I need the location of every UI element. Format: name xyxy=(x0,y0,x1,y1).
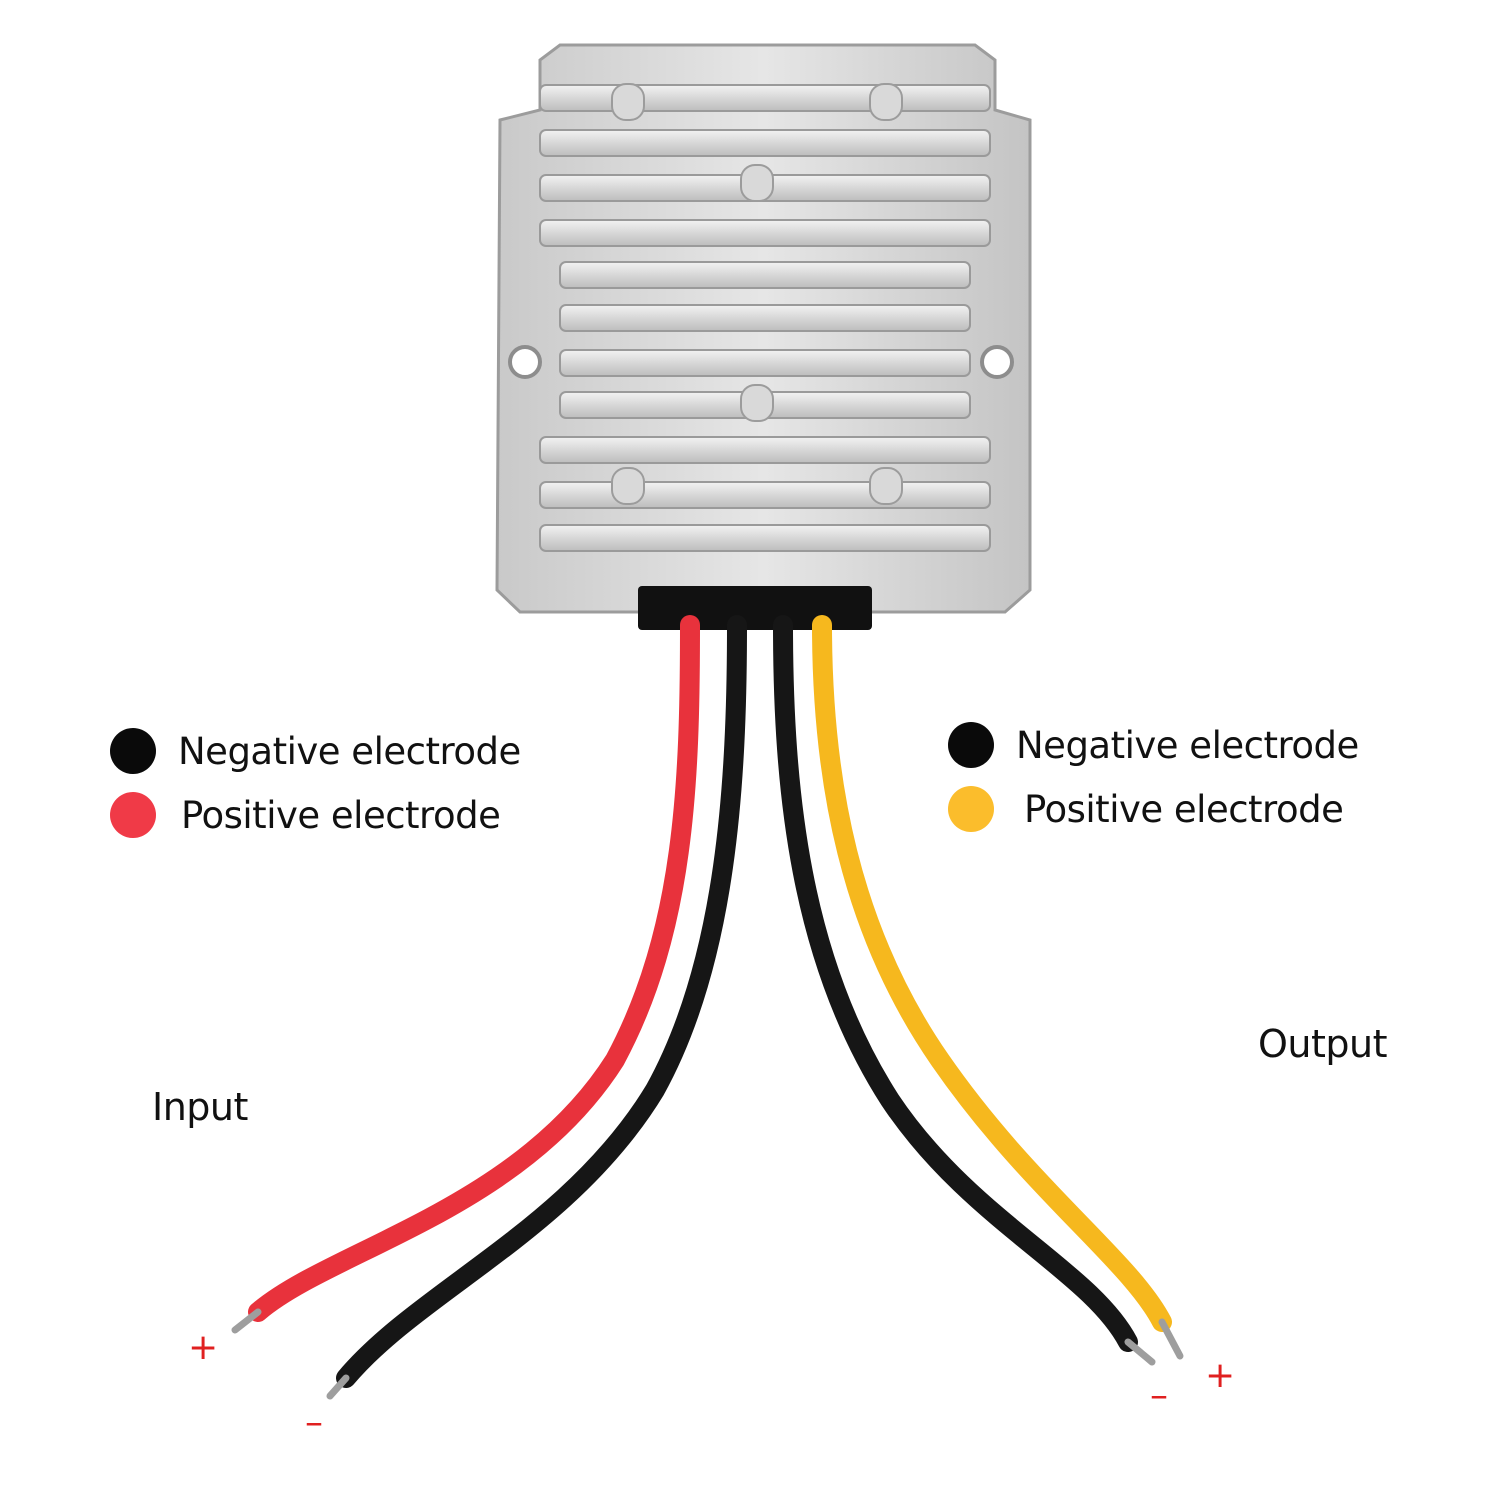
input-minus-sign: – xyxy=(305,1402,323,1443)
yellow-dot-icon xyxy=(948,786,994,832)
output-minus-sign: – xyxy=(1150,1375,1168,1416)
wire-input-positive xyxy=(248,615,700,1322)
input-label: Input xyxy=(152,1085,248,1129)
tip-input-positive xyxy=(231,1308,262,1334)
wire-tips xyxy=(231,1308,1184,1400)
screw-boss xyxy=(611,467,645,505)
wire-output-positive xyxy=(812,615,1172,1332)
legend-output-negative: Negative electrode xyxy=(948,722,1359,768)
red-dot-icon xyxy=(110,792,156,838)
screw-boss xyxy=(740,164,774,202)
heat-sink-fins xyxy=(539,84,991,552)
black-dot-icon xyxy=(110,728,156,774)
heat-sink-fin xyxy=(559,261,971,289)
screw-boss xyxy=(869,83,903,121)
heat-sink-fin xyxy=(559,349,971,377)
screw-bosses xyxy=(611,83,903,505)
screw-boss xyxy=(740,384,774,422)
legend-input-negative-label: Negative electrode xyxy=(178,729,521,773)
legend-input-positive: Positive electrode xyxy=(110,792,521,838)
tip-output-positive xyxy=(1158,1318,1184,1360)
wire-output-negative xyxy=(773,615,1138,1352)
legend-input-positive-label: Positive electrode xyxy=(181,793,501,837)
legend-input-negative: Negative electrode xyxy=(110,728,521,774)
heat-sink-fin xyxy=(539,481,991,509)
heat-sink-fin xyxy=(539,436,991,464)
legend-output-positive: Positive electrode xyxy=(948,786,1359,832)
heat-sink-fin xyxy=(539,129,991,157)
heat-sink-fin xyxy=(559,304,971,332)
legend-input: Negative electrode Positive electrode xyxy=(110,728,521,838)
screw-boss xyxy=(869,467,903,505)
mounting-hole-left xyxy=(508,345,542,379)
connector-block xyxy=(638,586,872,630)
output-label: Output xyxy=(1258,1022,1388,1066)
converter-housing xyxy=(495,43,1032,630)
heat-sink-fin xyxy=(539,524,991,552)
wires xyxy=(248,615,1172,1388)
output-plus-sign: + xyxy=(1205,1355,1236,1396)
mounting-hole-right xyxy=(980,345,1014,379)
tip-input-negative xyxy=(326,1374,350,1400)
heat-sink-fin xyxy=(539,84,991,112)
tip-output-negative xyxy=(1124,1338,1156,1366)
input-plus-sign: + xyxy=(188,1327,219,1368)
legend-output-negative-label: Negative electrode xyxy=(1016,723,1359,767)
black-dot-icon xyxy=(948,722,994,768)
screw-boss xyxy=(611,83,645,121)
legend-output-positive-label: Positive electrode xyxy=(1024,787,1344,831)
heat-sink-fin xyxy=(539,219,991,247)
legend-output: Negative electrode Positive electrode xyxy=(948,722,1359,832)
wire-input-negative xyxy=(336,615,747,1388)
